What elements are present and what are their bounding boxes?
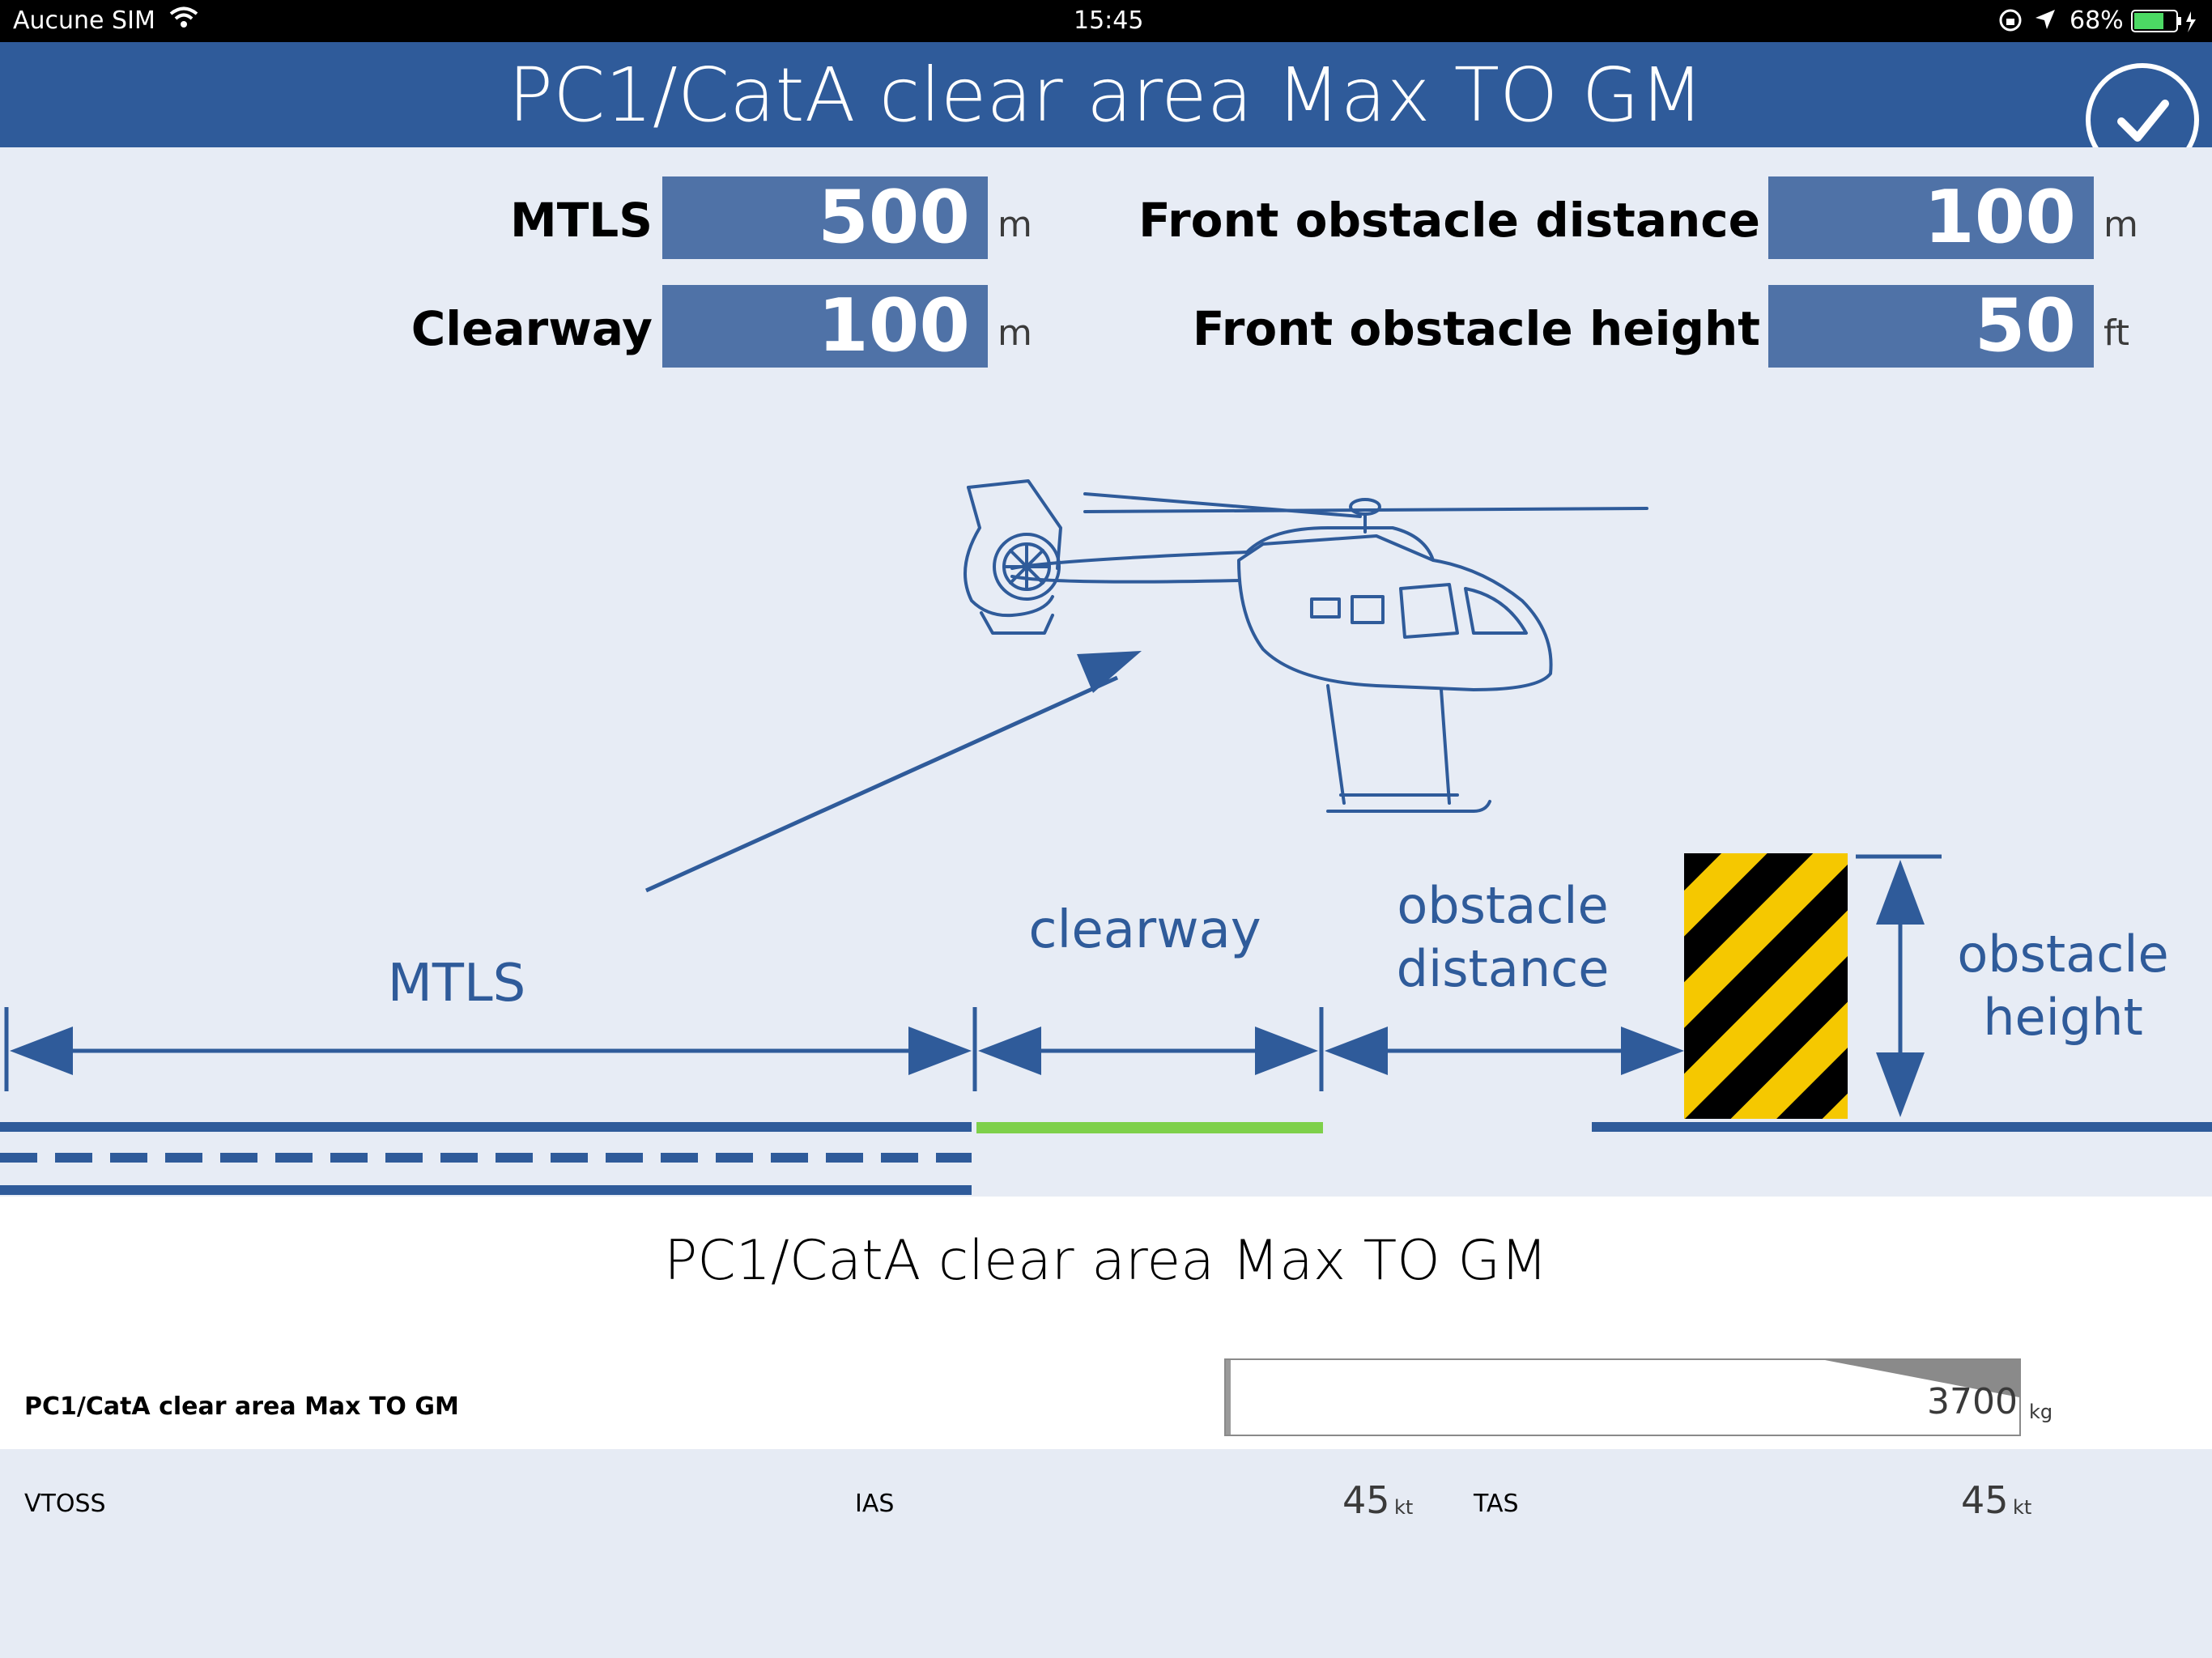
orientation-lock-icon xyxy=(1998,8,2023,39)
tas-unit: kt xyxy=(2013,1496,2032,1519)
vtoss-label: VTOSS xyxy=(24,1490,106,1518)
status-bar: Aucune SIM 15:45 68% xyxy=(0,0,2212,42)
diagram-obstacle-height-line1: obstacle xyxy=(1957,925,2168,984)
obstacle-block xyxy=(1684,853,1848,1119)
max-gm-unit: kg xyxy=(2029,1401,2053,1423)
tas-label: TAS xyxy=(1474,1490,1519,1518)
front-obstacle-height-input[interactable]: 50 xyxy=(1768,285,2094,368)
wifi-icon xyxy=(168,5,199,36)
ground-line xyxy=(1592,1122,2212,1132)
front-obstacle-height-label: Front obstacle height xyxy=(1192,301,1760,356)
front-obstacle-distance-input[interactable]: 100 xyxy=(1768,176,2094,259)
ias-label: IAS xyxy=(855,1490,895,1518)
results-title: PC1/CatA clear area Max TO GM xyxy=(664,1229,1548,1293)
climb-arrow xyxy=(644,675,1119,893)
max-gm-gauge: 3700 xyxy=(1224,1358,2021,1436)
diagram-mtls-label: MTLS xyxy=(388,954,526,1014)
carrier-label: Aucune SIM xyxy=(13,6,155,35)
battery-percent: 68% xyxy=(2069,6,2124,35)
mtls-dimension xyxy=(4,1007,977,1091)
obstacle-height-dimension xyxy=(1856,854,1942,1117)
clearway-unit: m xyxy=(998,312,1032,354)
ias-value: 45 xyxy=(1342,1478,1390,1522)
front-obstacle-distance-label: Front obstacle distance xyxy=(1138,193,1760,248)
ias-unit: kt xyxy=(1394,1496,1414,1519)
results-panel: PC1/CatA clear area Max TO GM PC1/CatA c… xyxy=(0,1197,2212,1658)
max-gm-value: 3700 xyxy=(1927,1381,2018,1422)
tas-value: 45 xyxy=(1961,1478,2009,1522)
vtoss-row: VTOSS IAS 45 kt TAS 45 kt xyxy=(0,1449,2212,1658)
mtls-label: MTLS xyxy=(509,193,653,248)
nav-bar: PC1/CatA clear area Max TO GM xyxy=(0,42,2212,147)
diagram-obstacle-height-line2: height xyxy=(1983,988,2143,1047)
mtls-unit: m xyxy=(998,204,1032,245)
climb-arrowhead xyxy=(1077,651,1142,693)
diagram-obstacle-distance-line2: distance xyxy=(1397,939,1610,998)
takeoff-diagram: MTLS clearway obstacle distance obstacle… xyxy=(0,479,2212,1195)
front-obstacle-distance-unit: m xyxy=(2104,204,2138,245)
location-icon xyxy=(2034,8,2057,37)
clearway-input[interactable]: 100 xyxy=(662,285,988,368)
runway-edge-bottom xyxy=(0,1185,972,1195)
runway-edge-top xyxy=(0,1122,972,1132)
max-gm-label: PC1/CatA clear area Max TO GM xyxy=(24,1392,459,1421)
checkmark-icon xyxy=(2117,100,2169,142)
diagram-obstacle-distance-line1: obstacle xyxy=(1397,876,1608,935)
battery-icon xyxy=(2131,10,2199,40)
obstacle-distance-dimension xyxy=(1325,1027,1684,1075)
clock: 15:45 xyxy=(1074,6,1144,35)
front-obstacle-height-unit: ft xyxy=(2104,312,2129,354)
mtls-input[interactable]: 500 xyxy=(662,176,988,259)
helicopter-icon xyxy=(963,479,1648,813)
clearway-dimension xyxy=(978,1007,1324,1091)
clearway-label: Clearway xyxy=(410,301,653,356)
input-panel: MTLS 500 m Clearway 100 m Front obstacle… xyxy=(0,147,2212,1197)
diagram-clearway-label: clearway xyxy=(1028,900,1261,960)
page-title: PC1/CatA clear area Max TO GM xyxy=(508,52,1704,138)
clearway-strip xyxy=(976,1122,1323,1133)
